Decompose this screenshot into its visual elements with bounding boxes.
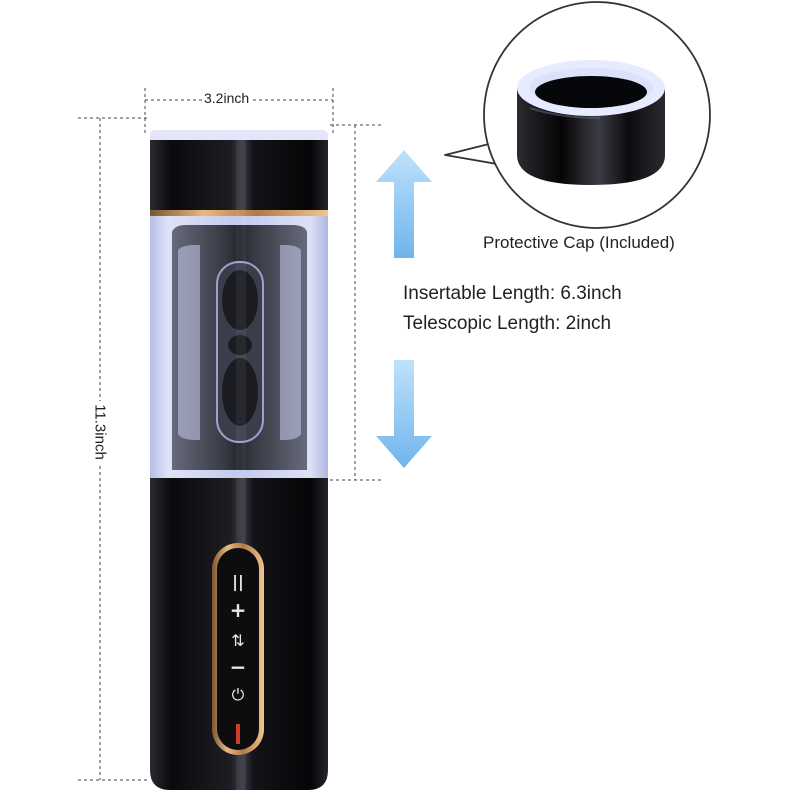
pause-icon: || [232,571,244,591]
telescopic-length-text: Telescopic Length: 2inch [403,313,612,334]
arrow-down-icon [376,360,432,468]
minus-icon: − [229,655,247,679]
control-panel [212,543,264,755]
increase-button[interactable]: + [224,596,252,624]
protective-cap-image [517,60,665,185]
insertable-length-text: Insertable Length: 6.3inch [403,283,622,304]
height-dimension-line [78,117,148,781]
height-label: 11.3inch [91,401,109,463]
telescopic-dimension-line [330,124,382,481]
arrow-up-icon [376,150,432,258]
pause-button[interactable]: || [224,567,252,595]
mode-switch-button[interactable]: ⇅ [224,626,252,654]
width-label: 3.2inch [202,90,252,106]
width-dimension-line [144,88,334,135]
power-button[interactable]: ⏻ [224,681,252,709]
device-body [150,130,328,790]
cap-caption: Protective Cap (Included) [483,233,675,252]
decrease-button[interactable]: − [224,653,252,681]
plus-icon: + [229,598,247,622]
power-icon: ⏻ [231,685,245,704]
mode-switch-icon: ⇅ [231,630,245,650]
